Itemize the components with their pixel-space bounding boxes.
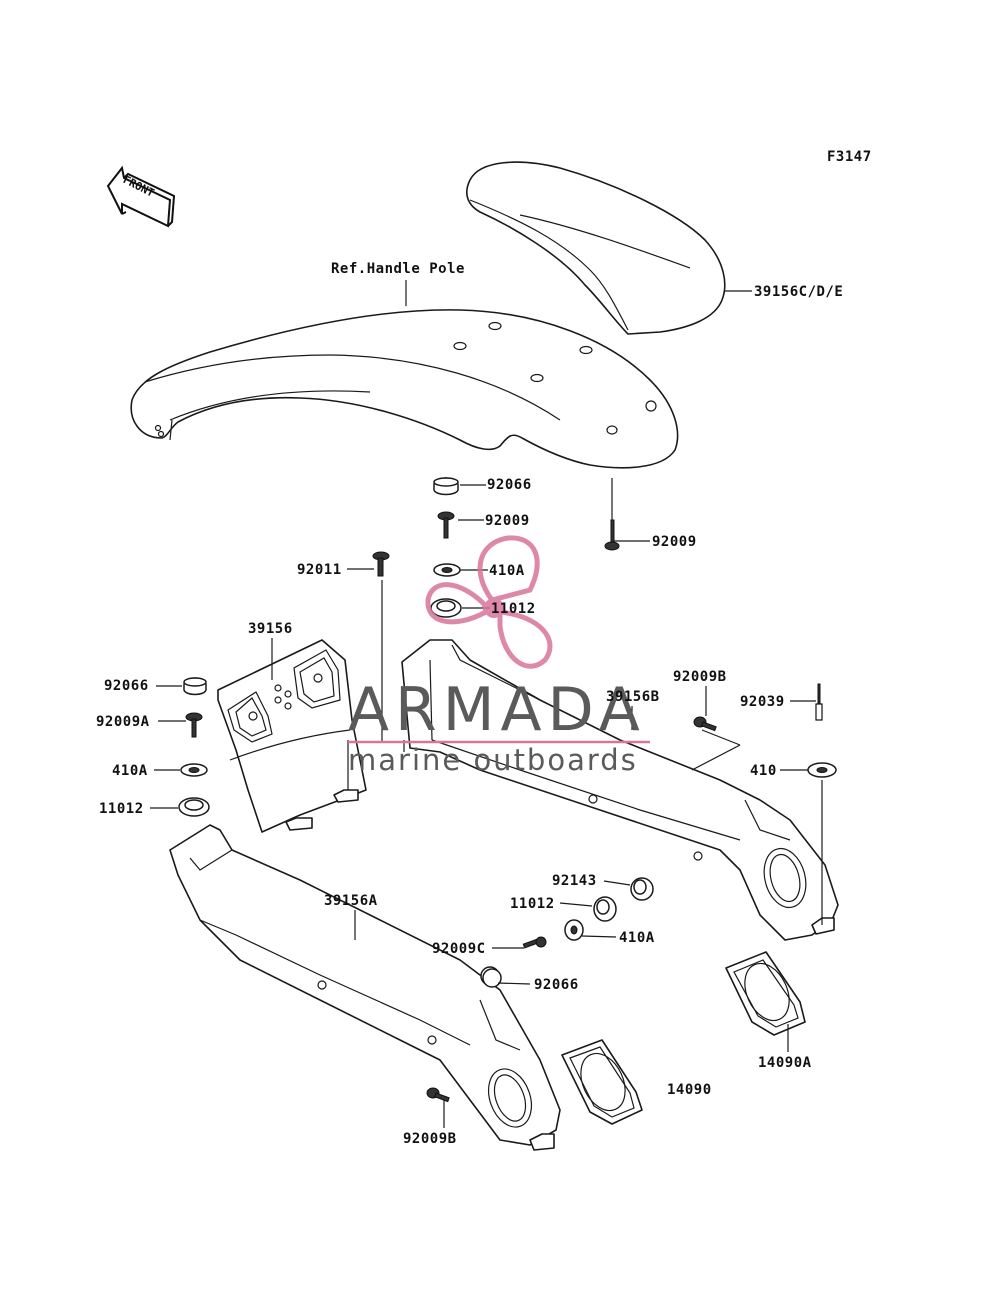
gasket-14090 (561, 1039, 643, 1125)
callout-410A-lower: 410A (619, 930, 655, 946)
cap-92066-top (433, 477, 459, 496)
grommet-11012-lower (593, 896, 617, 922)
callout-39156C-D-E: 39156C/D/E (754, 284, 843, 300)
washer-410A-left (180, 763, 208, 777)
callout-39156A: 39156A (324, 893, 378, 909)
callout-14090: 14090 (667, 1082, 712, 1098)
collar-92143 (630, 877, 654, 901)
callout-92009-right: 92009 (652, 534, 697, 550)
figure-code: F3147 (827, 149, 872, 165)
gasket-14090A (725, 951, 806, 1036)
cap-92066-lower (480, 966, 502, 988)
ref-handle-pole-label: Ref.Handle Pole (331, 261, 465, 277)
callout-14090A: 14090A (758, 1055, 812, 1071)
propeller-logo-icon (425, 535, 553, 669)
grommet-11012-left (178, 797, 210, 817)
callout-92009B-lower: 92009B (403, 1131, 457, 1147)
left-frame (169, 824, 561, 1151)
right-frame (401, 639, 839, 941)
armada-watermark: ARMADA marine outboards (348, 535, 650, 777)
front-arrow-icon: FRONT (106, 165, 176, 228)
watermark-name: ARMADA (348, 675, 646, 745)
callout-92009C: 92009C (432, 941, 486, 957)
grommet-11012-center (430, 598, 462, 618)
bolt-92009B-right (693, 716, 717, 732)
callout-11012-lower: 11012 (510, 896, 555, 912)
pin-92039 (815, 683, 823, 721)
watermark-tagline: marine outboards (348, 743, 638, 777)
washer-410 (807, 762, 837, 778)
front-bracket-cover (217, 639, 367, 833)
callout-92009B-right: 92009B (673, 669, 727, 685)
callout-92143: 92143 (552, 873, 597, 889)
bolt-92011 (372, 551, 390, 577)
washer-410A-lower (564, 919, 584, 941)
callout-92009-center: 92009 (485, 513, 530, 529)
callout-11012-center: 11012 (491, 601, 536, 617)
seat-cushion (466, 161, 726, 335)
callout-92039: 92039 (740, 694, 785, 710)
callout-92011: 92011 (297, 562, 342, 578)
bolt-92009C (522, 936, 547, 949)
cap-92066-left (183, 677, 207, 696)
washer-410A-center (433, 563, 461, 577)
callout-92009A: 92009A (96, 714, 150, 730)
bolt-92009-center (437, 511, 455, 539)
bolt-92009B-lower (426, 1087, 450, 1103)
callout-92066-left: 92066 (104, 678, 149, 694)
bolt-92009A (185, 712, 203, 738)
callout-410: 410 (750, 763, 777, 779)
callout-410A-left: 410A (112, 763, 148, 779)
callout-92066-lower: 92066 (534, 977, 579, 993)
callout-410A-center: 410A (489, 563, 525, 579)
handle-pole-cover (130, 309, 679, 469)
callout-39156B: 39156B (606, 689, 660, 705)
callout-39156: 39156 (248, 621, 293, 637)
callout-92066-top: 92066 (487, 477, 532, 493)
bolt-92009-right (604, 519, 620, 551)
callout-11012-left: 11012 (99, 801, 144, 817)
